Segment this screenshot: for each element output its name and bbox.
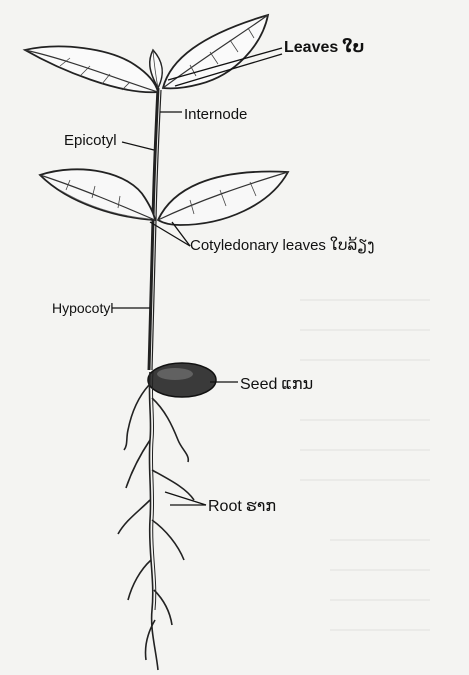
- label-seed-text: Seed: [240, 376, 277, 393]
- label-root-lao: ຮາກ: [246, 496, 276, 515]
- upper-left-leaf: [25, 46, 158, 92]
- label-epicotyl-text: Epicotyl: [64, 132, 117, 149]
- right-cotyledon: [158, 172, 288, 225]
- background-page-texture: [300, 300, 430, 630]
- stem: [149, 88, 161, 370]
- label-epicotyl: Epicotyl: [64, 132, 117, 149]
- label-leaves-text: Leaves: [284, 39, 338, 56]
- label-cotyledonary-text: Cotyledonary leaves: [190, 237, 326, 254]
- label-root-text: Root: [208, 498, 242, 515]
- label-internode: Internode: [184, 106, 247, 123]
- label-hypocotyl: Hypocotyl: [52, 300, 113, 316]
- seed: [148, 363, 216, 397]
- label-internode-text: Internode: [184, 106, 247, 123]
- left-cotyledon: [40, 169, 155, 220]
- label-hypocotyl-text: Hypocotyl: [52, 300, 113, 316]
- label-leaves-lao: ໃບ: [342, 37, 364, 56]
- root-system: [118, 372, 194, 670]
- label-cotyledonary-lao: ໃບລ້ຽງ: [330, 236, 375, 254]
- label-seed-lao: ແກນ: [281, 374, 313, 393]
